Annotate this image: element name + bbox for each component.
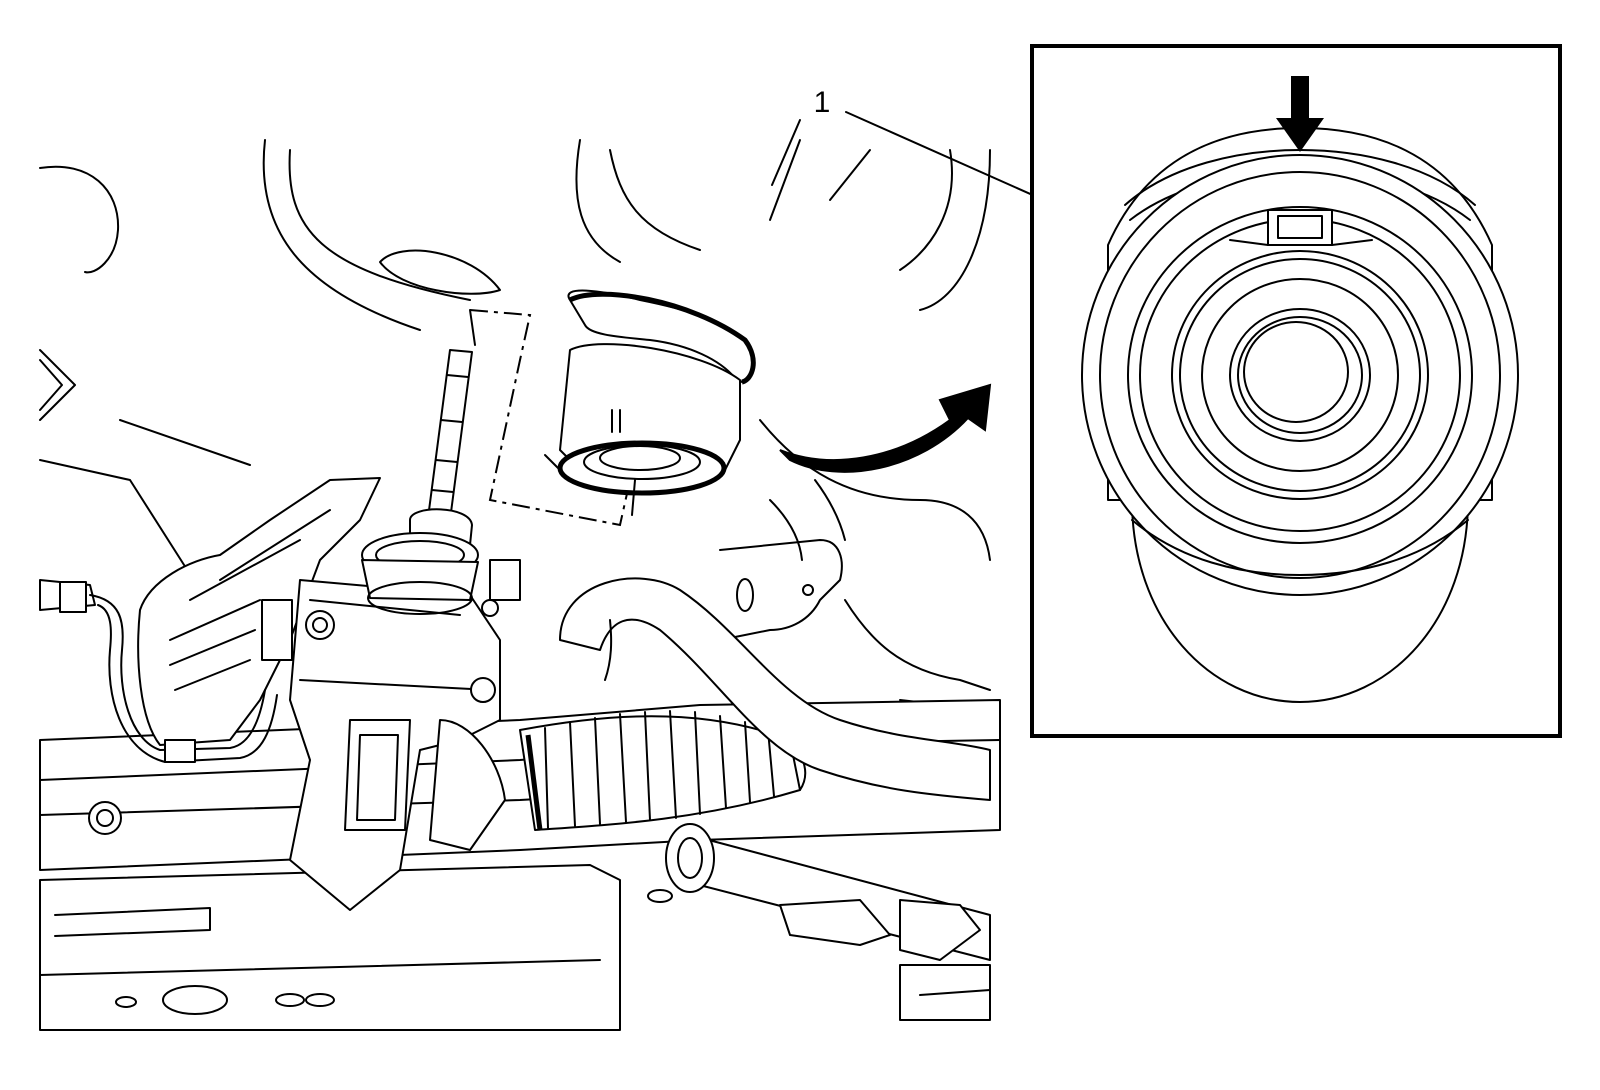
input-shaft (361, 349, 479, 615)
detail-view (1030, 44, 1562, 738)
hose (559, 577, 991, 801)
wire-harness (39, 579, 293, 763)
dust-seal (557, 289, 756, 516)
detail-dust-seal (1081, 127, 1519, 703)
body-panels (39, 139, 991, 711)
arrow-down-icon (1276, 76, 1324, 152)
callout-number: 1 (814, 86, 831, 119)
tie-rod (647, 823, 991, 1021)
curved-arrow-icon (779, 383, 992, 473)
heat-shield (137, 477, 381, 746)
steering-gear-housing (289, 559, 521, 911)
leader-line-main (771, 119, 801, 186)
rack-boot (519, 710, 807, 831)
